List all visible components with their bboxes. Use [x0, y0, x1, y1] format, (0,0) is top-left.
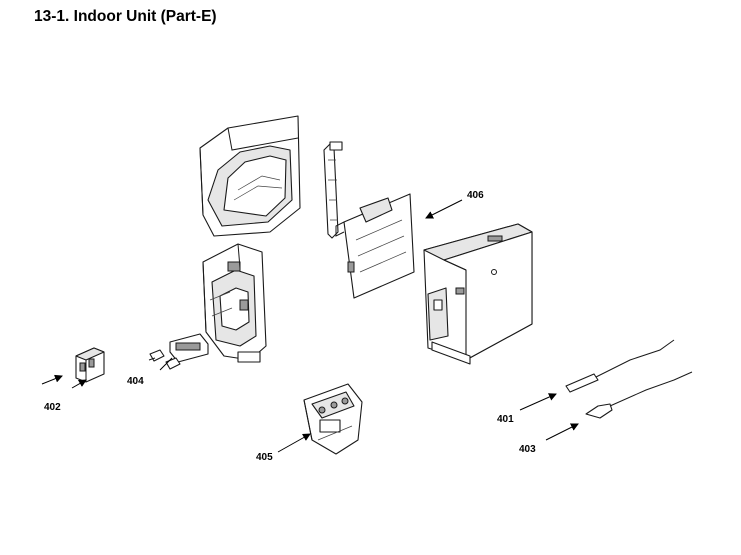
callout-404-arrow — [159, 357, 173, 371]
page-title: 13-1. Indoor Unit (Part-E) — [34, 8, 217, 25]
callout-403: 403 — [519, 444, 536, 455]
screw-arrow — [41, 374, 63, 385]
callout-402: 402 — [44, 402, 61, 413]
callout-405-arrow — [277, 433, 311, 453]
control-box-frame — [202, 243, 267, 363]
callout-406: 406 — [467, 190, 484, 201]
callout-406-arrow — [425, 199, 463, 219]
part-402-terminal-block — [75, 347, 105, 383]
part-405-display-module — [303, 383, 363, 455]
callout-401-arrow — [519, 393, 557, 411]
part-403-sensor — [585, 371, 693, 419]
callout-402-arrow — [71, 379, 87, 389]
callout-405: 405 — [256, 452, 273, 463]
mounting-rail — [323, 141, 343, 239]
part-406-pcb — [335, 193, 415, 299]
callout-401: 401 — [497, 414, 514, 425]
callout-403-arrow — [545, 423, 579, 441]
right-control-box — [423, 223, 533, 365]
part-401-sensor — [565, 339, 675, 393]
upper-cover-part — [199, 115, 301, 237]
callout-404: 404 — [127, 376, 144, 387]
part-404-bracket — [148, 333, 209, 370]
